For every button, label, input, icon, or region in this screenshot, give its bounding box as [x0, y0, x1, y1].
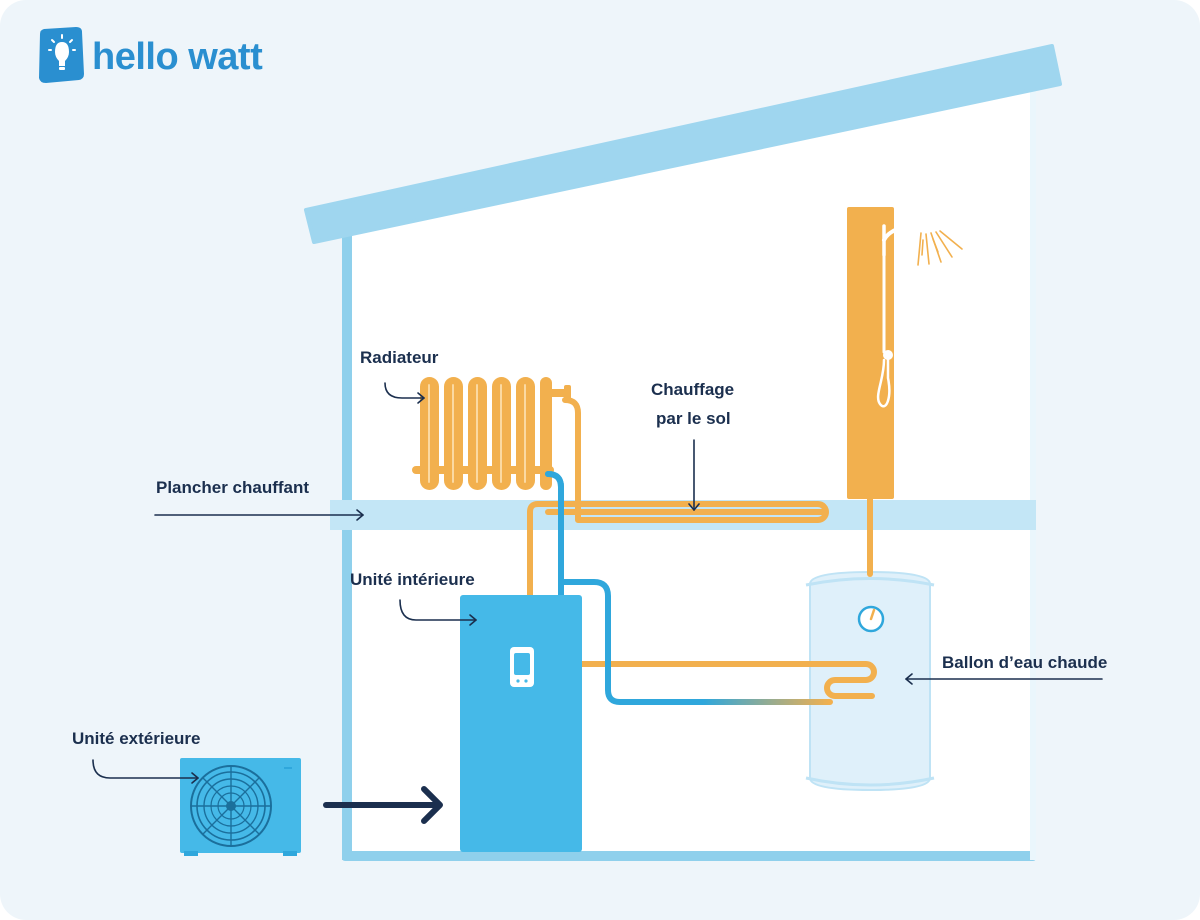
outdoor-unit-label: Unité extérieure — [72, 729, 201, 748]
indoor-unit-label: Unité intérieure — [350, 570, 475, 589]
tank-coil-pipe — [577, 661, 877, 699]
radiator — [412, 377, 571, 490]
shower-column — [847, 207, 933, 499]
house-right-wall — [1030, 86, 1036, 860]
floor-heating-callout-arrowhead — [688, 503, 700, 511]
indoor-unit-callout-arrow — [399, 599, 477, 621]
radiator-supply-pipe — [527, 397, 829, 601]
tank-thermometer-icon — [857, 605, 885, 633]
radiator-label: Radiateur — [360, 348, 439, 367]
lightbulb-icon — [39, 27, 84, 83]
hot-water-tank-label: Ballon d’eau chaude — [942, 653, 1108, 672]
floor-heating-label-line1: Chauffage — [651, 380, 735, 399]
heated-floor-callout-arrowhead — [356, 509, 364, 521]
outdoor-unit-callout-arrow — [92, 759, 199, 779]
house-ground-floor — [342, 851, 1036, 861]
tank-callout-arrowhead — [905, 673, 913, 685]
house-left-wall — [342, 232, 352, 860]
flow-arrow — [323, 786, 443, 824]
house-roof — [304, 44, 1062, 244]
radiator-callout-arrow — [384, 382, 425, 399]
radiator-callout-arrowhead — [417, 392, 425, 404]
brand-name: hello watt — [92, 36, 263, 78]
outdoor-unit-callout-arrowhead — [191, 772, 199, 784]
heated-floor-label: Plancher chauffant — [156, 478, 310, 497]
indoor-unit-callout-arrowhead — [469, 614, 477, 626]
fan-icon — [190, 765, 272, 847]
indoor-unit — [460, 595, 582, 852]
floor-heating-label-line2: par le sol — [656, 409, 731, 428]
radiator-return-pipe — [545, 471, 564, 601]
water-spray — [917, 230, 963, 266]
